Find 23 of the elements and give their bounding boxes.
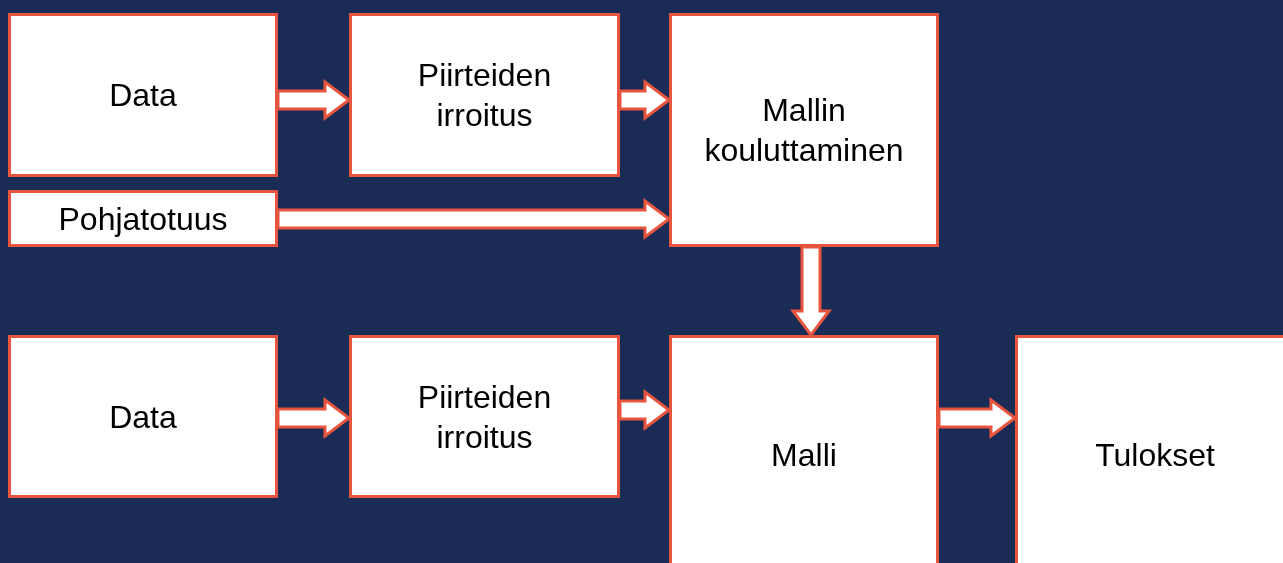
process-box (669, 13, 939, 247)
block-arrow (276, 79, 352, 121)
block-arrow (276, 198, 672, 240)
block-arrow (276, 397, 352, 439)
box-label: Malli (771, 436, 837, 475)
process-box (8, 190, 278, 247)
process-box (8, 335, 278, 498)
block-arrow (618, 79, 672, 121)
process-box (349, 13, 620, 177)
process-box (1015, 335, 1283, 563)
process-box (8, 13, 278, 177)
box-label: Piirteiden irroitus (416, 377, 553, 457)
box-label: Tulokset (1095, 436, 1215, 475)
block-arrow (937, 397, 1018, 439)
box-label: Data (109, 397, 177, 437)
process-box (349, 335, 620, 498)
box-label: Data (109, 76, 177, 115)
process-box (669, 335, 939, 563)
box-label: Piirteiden irroitus (416, 56, 553, 135)
block-arrow (618, 389, 672, 431)
block-arrow (790, 245, 832, 338)
box-label: Mallin kouluttaminen (703, 91, 905, 170)
box-label: Pohjatotuus (58, 199, 228, 239)
